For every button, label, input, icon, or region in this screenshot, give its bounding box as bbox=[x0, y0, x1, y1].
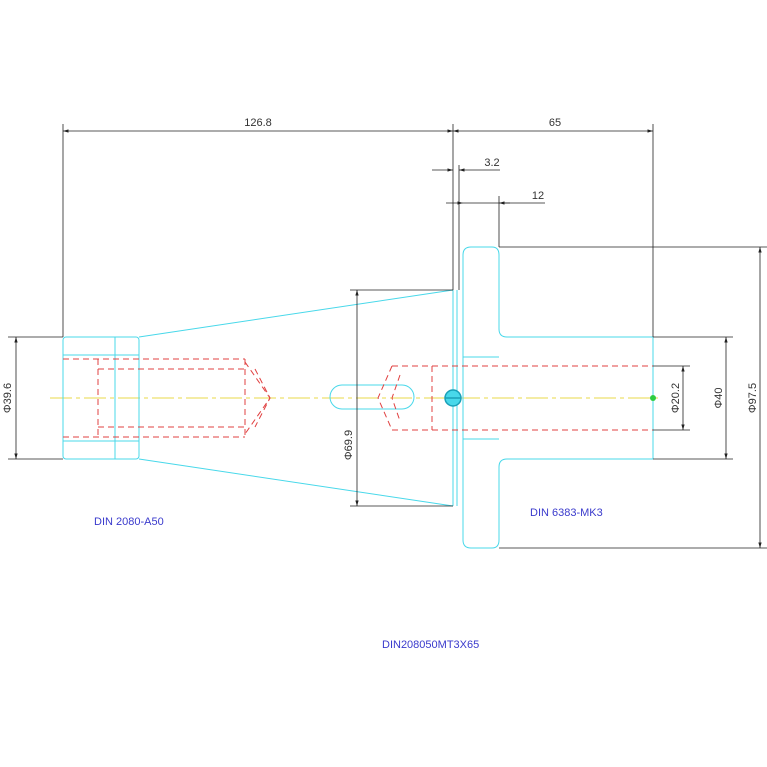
dim-flange-gap: 3.2 bbox=[484, 157, 499, 169]
dim-dia-shank: Φ39.6 bbox=[2, 383, 14, 413]
label-part-number: DIN208050MT3X65 bbox=[382, 639, 479, 651]
label-right-standard: DIN 6383-MK3 bbox=[530, 507, 603, 519]
dimension-lines bbox=[8, 124, 767, 549]
label-left-standard: DIN 2080-A50 bbox=[94, 516, 164, 528]
dim-length-right: 65 bbox=[549, 117, 561, 129]
dim-dia-flange: Φ97.5 bbox=[747, 383, 759, 413]
dim-length-total: 126.8 bbox=[244, 117, 272, 129]
end-marker bbox=[650, 395, 656, 401]
dim-dia-hub: Φ40 bbox=[713, 387, 725, 408]
hidden-lines bbox=[63, 358, 653, 438]
dim-dia-bore: Φ20.2 bbox=[670, 383, 682, 413]
dim-dia-cone: Φ69.9 bbox=[343, 430, 355, 460]
dim-flange-width: 12 bbox=[532, 190, 544, 202]
